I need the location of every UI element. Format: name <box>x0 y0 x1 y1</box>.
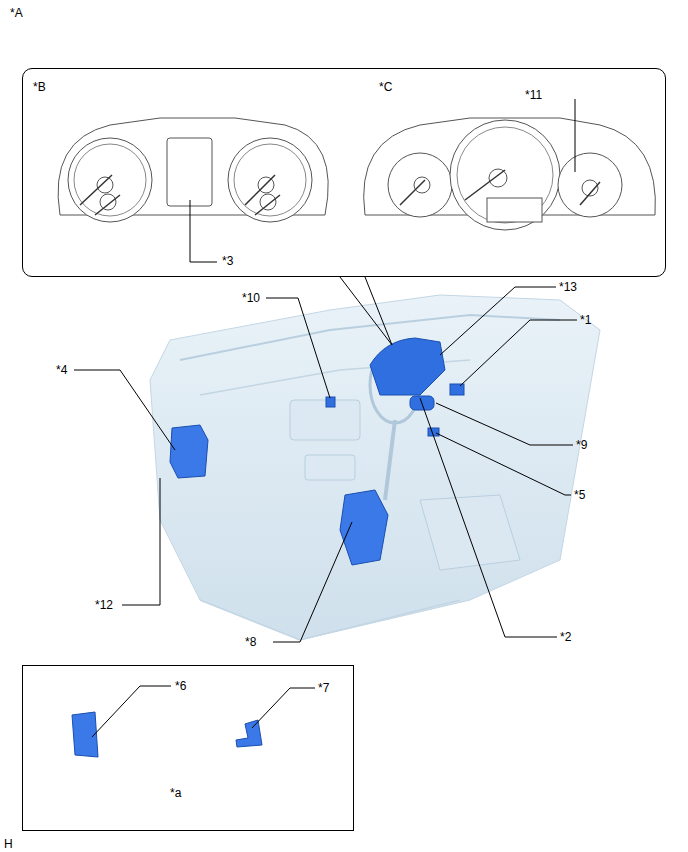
callout-number: *4 <box>56 363 67 377</box>
callout-number: *7 <box>318 681 329 695</box>
callout-number: *6 <box>175 679 186 693</box>
figure-label: H <box>4 837 13 851</box>
callout-number: *1 <box>580 313 591 327</box>
callout-number: *8 <box>245 635 256 649</box>
callout-number: *13 <box>559 280 577 294</box>
callout-number: *11 <box>525 88 542 102</box>
inset-box: *6 *7 *a <box>22 665 354 831</box>
callout-number: *2 <box>560 630 571 644</box>
callout-number: *12 <box>95 598 113 612</box>
callout-number: *C <box>379 80 392 94</box>
figure-label: *A <box>10 6 23 20</box>
callout-number: *9 <box>576 438 587 452</box>
callout-number: *a <box>170 786 181 800</box>
callout-number: *10 <box>242 291 260 305</box>
callout-number: *3 <box>222 254 233 268</box>
callout-number: *5 <box>574 488 585 502</box>
inset-panel: *B *C *11 *3 <box>22 68 666 277</box>
callout-number: *B <box>33 80 46 94</box>
